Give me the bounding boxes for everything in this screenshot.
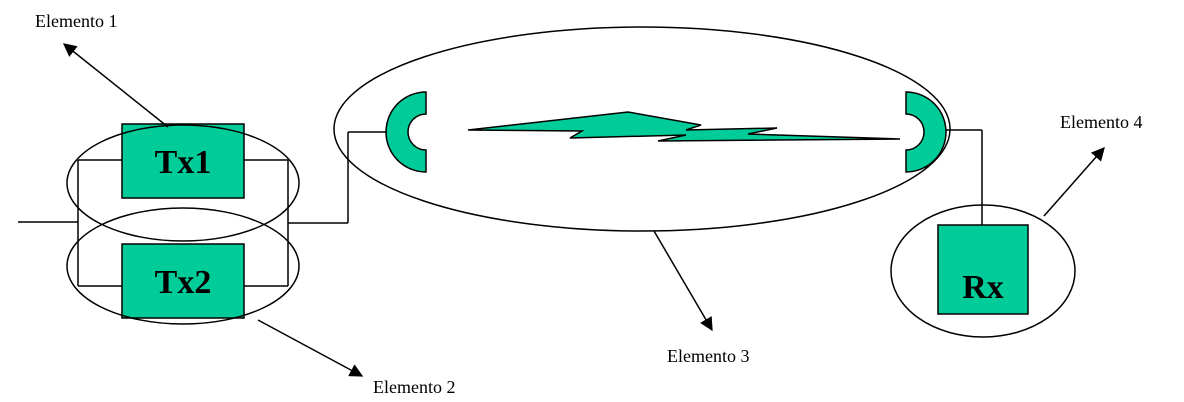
element-1-ellipse <box>66 124 300 242</box>
rx-box <box>937 224 1029 315</box>
tx1-label: Tx1 <box>155 144 212 181</box>
element-4-arrow <box>1043 146 1105 217</box>
transmit-antenna-dish-icon <box>385 91 427 173</box>
element-2-label: Elemento 2 <box>373 377 455 397</box>
radio-link-lightning-bolt-icon <box>467 111 901 142</box>
element-3-ellipse <box>333 26 951 232</box>
element-4-label: Elemento 4 <box>1060 112 1142 132</box>
receive-antenna-dish-icon <box>905 91 947 173</box>
rx-label: Rx <box>962 269 1004 306</box>
element-3-arrow <box>653 230 713 332</box>
tx1-box <box>121 123 245 199</box>
element-4-ellipse <box>890 204 1076 338</box>
element-2-arrow <box>257 319 364 377</box>
tx2-box <box>121 243 245 319</box>
tx2-label: Tx2 <box>155 264 212 301</box>
element-3-label: Elemento 3 <box>667 346 749 366</box>
element-2-ellipse <box>66 207 300 325</box>
element-1-arrow <box>62 43 169 128</box>
element-1-label: Elemento 1 <box>35 11 117 31</box>
